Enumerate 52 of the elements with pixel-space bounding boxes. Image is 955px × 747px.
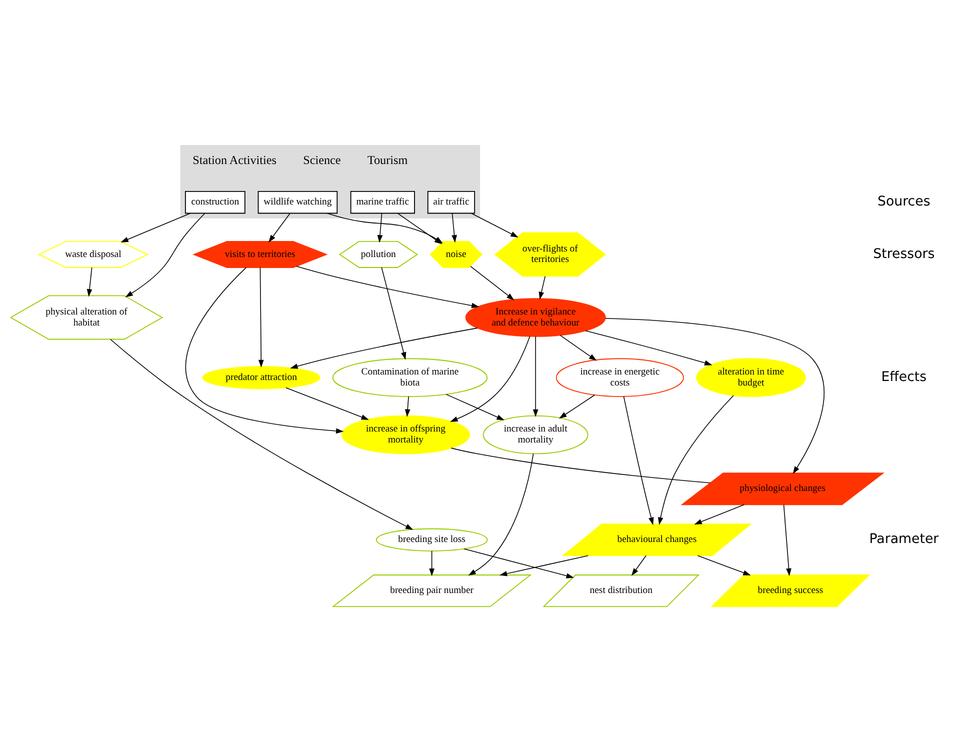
arrow xyxy=(623,396,654,526)
label: Parameter xyxy=(869,532,939,548)
cluster xyxy=(180,144,480,218)
arrow xyxy=(532,336,538,418)
arrow xyxy=(286,387,369,420)
node-ellipse: predator attraction xyxy=(202,366,320,390)
connector xyxy=(450,448,711,484)
node-box: construction xyxy=(184,190,246,214)
arrow xyxy=(658,395,734,526)
arrow xyxy=(381,267,406,360)
arrow xyxy=(110,338,414,530)
arrow xyxy=(559,394,596,419)
arrow xyxy=(631,555,646,576)
arrow xyxy=(468,453,534,576)
label: Station Activities xyxy=(192,153,277,168)
arrow xyxy=(290,328,478,369)
label: Stressors xyxy=(873,246,935,262)
arrow xyxy=(404,396,410,417)
arrow xyxy=(694,504,745,524)
arrow xyxy=(697,555,751,576)
arrow xyxy=(538,276,546,300)
label: Sources xyxy=(878,194,930,210)
arrow xyxy=(452,213,457,243)
arrow xyxy=(296,266,480,308)
arrow xyxy=(377,213,383,243)
arrow xyxy=(446,394,504,420)
arrow xyxy=(258,267,264,368)
arrow xyxy=(499,555,589,576)
node-box: wildlife watching xyxy=(258,190,338,214)
arrow xyxy=(186,267,344,434)
label: Tourism xyxy=(367,153,408,168)
node-box: marine traffic xyxy=(350,190,415,214)
arrow xyxy=(605,318,824,474)
arrow xyxy=(783,504,792,576)
arrow xyxy=(585,330,712,366)
arrow xyxy=(450,336,530,422)
arrow xyxy=(429,550,434,576)
arrow xyxy=(470,266,514,300)
arrow xyxy=(560,334,597,361)
node-ellipse: Contamination of marine biota xyxy=(332,358,488,397)
node-ellipse: Increase in vigilance and defence behaviour xyxy=(465,298,606,337)
arrow xyxy=(464,548,574,578)
arrow xyxy=(268,213,290,242)
node-ellipse: increase in energetic costs xyxy=(556,358,684,397)
arrow xyxy=(125,213,206,298)
label: Science xyxy=(303,153,341,168)
label: Effects xyxy=(881,370,927,385)
node-ellipse: breeding site loss xyxy=(376,528,488,552)
node-box: air traffic xyxy=(427,190,476,214)
arrow xyxy=(86,267,92,297)
arrow xyxy=(120,212,191,242)
arrow xyxy=(471,212,518,238)
